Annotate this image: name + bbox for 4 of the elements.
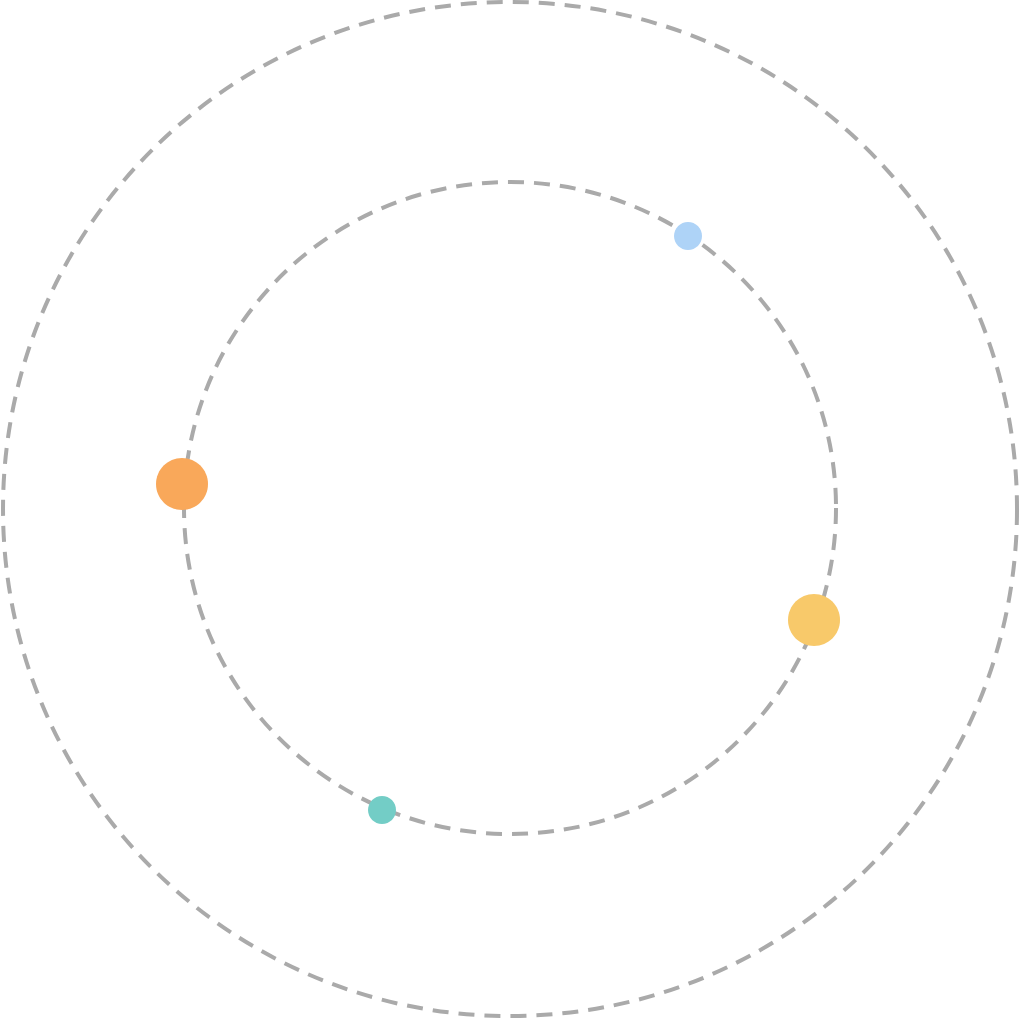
planet-dot	[788, 594, 840, 646]
planet-dot	[674, 222, 702, 250]
planet-dot	[156, 458, 208, 510]
planet-dot	[368, 796, 396, 824]
